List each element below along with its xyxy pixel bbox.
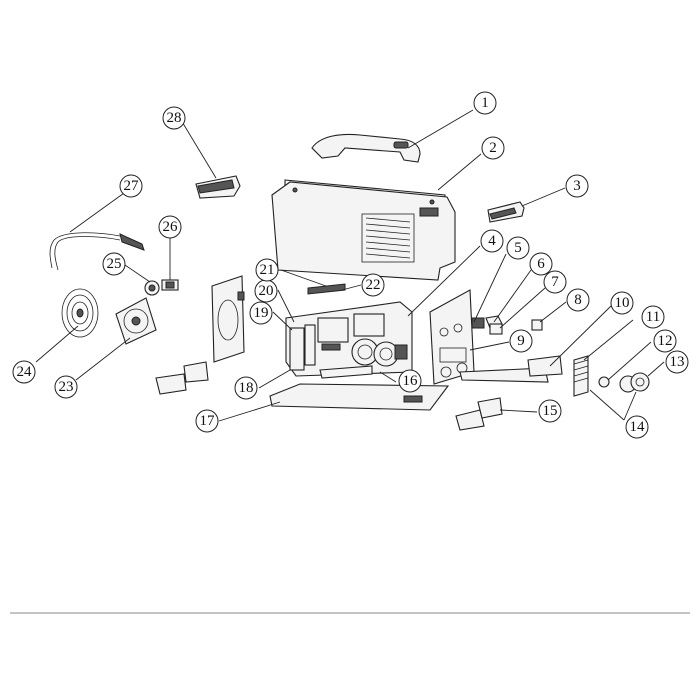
part-front-panel — [429, 289, 475, 385]
callout-17: 17 — [195, 409, 219, 433]
part-fan — [115, 297, 157, 345]
svg-text:12: 12 — [658, 333, 673, 349]
callout-16: 16 — [398, 369, 422, 393]
leader-lines — [35, 109, 665, 422]
part-rear-foot — [195, 175, 241, 199]
part-main-pcb-assembly — [285, 283, 413, 377]
callout-23: 23 — [54, 375, 78, 399]
callout-14: 14 — [625, 415, 649, 439]
callout-15: 15 — [538, 399, 562, 423]
part-fan-grill — [61, 288, 99, 338]
callout-22: 22 — [361, 273, 385, 297]
callout-27: 27 — [119, 174, 143, 198]
callout-26: 26 — [158, 215, 182, 239]
svg-text:9: 9 — [517, 333, 525, 349]
callout-12: 12 — [653, 329, 677, 353]
callout-11: 11 — [641, 305, 665, 329]
part-handle — [311, 133, 421, 163]
svg-text:28: 28 — [167, 110, 182, 126]
svg-text:19: 19 — [254, 305, 269, 321]
svg-text:14: 14 — [630, 419, 646, 435]
svg-text:1: 1 — [481, 95, 489, 111]
callout-10: 10 — [610, 291, 634, 315]
part-switch — [471, 317, 485, 329]
svg-text:4: 4 — [488, 233, 496, 249]
part-bracket-left — [155, 361, 209, 395]
part-top-cover — [271, 179, 456, 281]
callout-6: 6 — [529, 252, 553, 276]
svg-text:11: 11 — [646, 309, 660, 325]
callout-21: 21 — [255, 258, 279, 282]
callout-7: 7 — [543, 270, 567, 294]
part-output-terminals — [573, 355, 650, 397]
svg-text:6: 6 — [537, 256, 545, 272]
part-small-cap — [531, 319, 543, 331]
svg-text:21: 21 — [260, 262, 275, 278]
callout-28: 28 — [162, 106, 186, 130]
svg-text:23: 23 — [59, 379, 74, 395]
svg-text:13: 13 — [670, 354, 685, 370]
callout-18: 18 — [234, 376, 258, 400]
part-base-plate — [269, 365, 450, 411]
part-cable-gland — [144, 280, 160, 296]
svg-text:26: 26 — [163, 219, 179, 235]
svg-text:17: 17 — [200, 413, 216, 429]
callout-5: 5 — [506, 236, 530, 260]
callout-3: 3 — [565, 174, 589, 198]
svg-text:25: 25 — [107, 256, 122, 272]
part-output-bar — [459, 355, 563, 383]
svg-text:24: 24 — [17, 364, 33, 380]
svg-text:22: 22 — [366, 277, 381, 293]
svg-text:5: 5 — [514, 240, 522, 256]
callout-13: 13 — [665, 350, 689, 374]
svg-text:2: 2 — [489, 140, 497, 156]
svg-text:7: 7 — [551, 274, 559, 290]
part-plug — [161, 279, 179, 291]
callout-20: 20 — [254, 279, 278, 303]
callout-8: 8 — [566, 288, 590, 312]
part-power-cable — [49, 232, 145, 271]
callout-1: 1 — [473, 91, 497, 115]
svg-text:18: 18 — [239, 380, 254, 396]
svg-text:3: 3 — [573, 178, 581, 194]
callout-25: 25 — [102, 252, 126, 276]
svg-text:8: 8 — [574, 292, 582, 308]
svg-text:27: 27 — [124, 178, 140, 194]
callout-24: 24 — [12, 360, 36, 384]
part-side-frame — [211, 275, 245, 363]
svg-text:16: 16 — [403, 373, 419, 389]
part-front-foot — [487, 201, 525, 223]
svg-text:10: 10 — [615, 295, 630, 311]
callout-19: 19 — [249, 301, 273, 325]
callout-2: 2 — [481, 136, 505, 160]
svg-text:20: 20 — [259, 283, 274, 299]
callout-4: 4 — [480, 229, 504, 253]
svg-text:15: 15 — [543, 403, 558, 419]
part-bracket-right — [455, 397, 503, 431]
part-connector — [489, 323, 503, 335]
callout-9: 9 — [509, 329, 533, 353]
